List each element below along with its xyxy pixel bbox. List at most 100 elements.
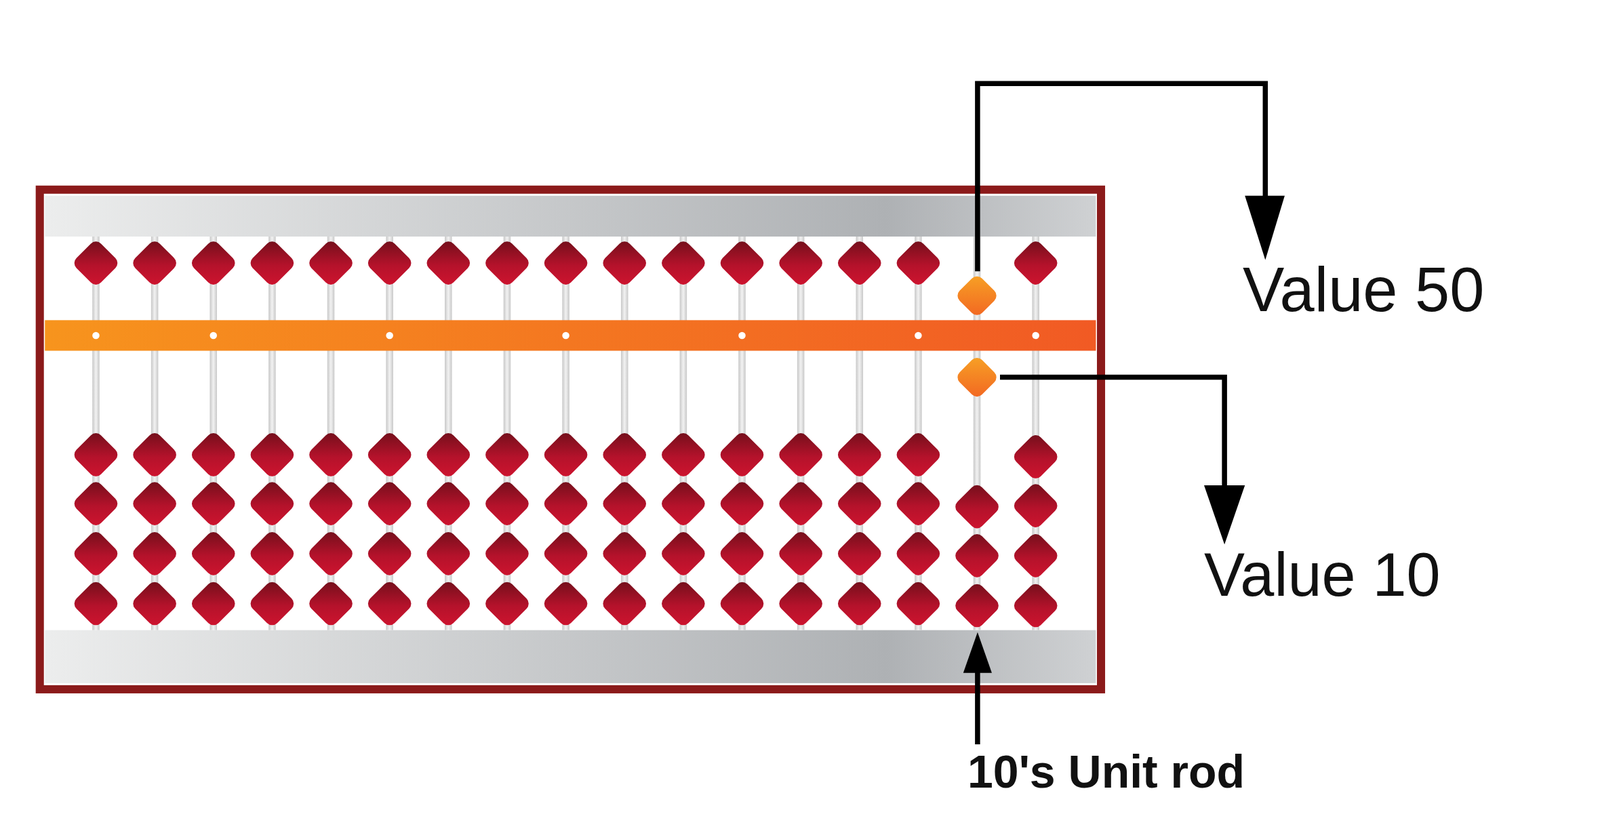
bead-body: [306, 529, 356, 579]
bead: [776, 578, 826, 628]
unit-dot: [738, 332, 746, 340]
bead: [658, 479, 708, 529]
bead-body: [717, 430, 767, 480]
bead-body: [835, 479, 885, 529]
bead: [600, 479, 649, 529]
unit-dot: [209, 332, 217, 340]
bead: [71, 578, 120, 628]
bead: [600, 529, 649, 579]
bead: [600, 578, 649, 628]
bead: [952, 482, 1002, 531]
bead: [717, 238, 767, 288]
bead: [423, 479, 473, 529]
bead-body: [482, 529, 532, 579]
bead: [952, 581, 1002, 630]
bead: [717, 479, 767, 529]
bead: [541, 430, 590, 480]
beam: [44, 320, 1096, 351]
value-label: Value 10: [1204, 544, 1441, 606]
bead: [189, 430, 238, 480]
bead-body: [893, 529, 943, 579]
bead-body: [189, 430, 238, 480]
unit-dot: [385, 332, 394, 340]
bead-body: [893, 238, 943, 288]
bead-body: [71, 430, 120, 480]
bead-body: [717, 479, 767, 529]
bead-body: [776, 238, 826, 288]
bead: [717, 430, 767, 480]
bead: [364, 430, 414, 480]
bead: [364, 479, 414, 529]
bead: [541, 529, 590, 579]
bead-body: [306, 430, 356, 480]
bead: [835, 430, 885, 480]
bead-body: [482, 238, 532, 288]
bead: [71, 529, 120, 579]
bead: [1010, 238, 1060, 288]
bead-body: [130, 529, 179, 579]
bead-body: [541, 529, 590, 579]
bead: [189, 529, 238, 579]
bead: [952, 531, 1002, 581]
bead-body: [482, 430, 532, 480]
bead-body: [189, 479, 238, 529]
bead: [658, 430, 708, 480]
bead: [658, 238, 708, 288]
bead: [247, 430, 297, 480]
bead-body: [600, 479, 649, 529]
bead: [247, 529, 297, 579]
bead-body: [364, 238, 414, 288]
bead-body: [893, 578, 943, 628]
rod-label: 10's Unit rod: [967, 748, 1245, 795]
bead: [893, 238, 943, 288]
bead: [306, 479, 356, 529]
bead-body: [247, 529, 297, 579]
bead: [306, 238, 356, 288]
bead-body: [71, 479, 120, 529]
bead: [1010, 581, 1060, 630]
bead-body: [717, 238, 767, 288]
unit-dot: [914, 332, 923, 340]
bead: [1010, 531, 1060, 581]
bead: [130, 430, 179, 480]
bead: [189, 578, 238, 628]
bead: [247, 578, 297, 628]
bead: [600, 238, 649, 288]
bead: [658, 529, 708, 579]
bead: [717, 578, 767, 628]
bead-body: [71, 578, 120, 628]
bead-body: [835, 430, 885, 480]
bead-body: [423, 529, 473, 579]
abacus-frame: [40, 189, 1102, 690]
bead: [835, 238, 885, 288]
bead: [189, 479, 238, 529]
bead-body: [247, 238, 297, 288]
leader-line: [1000, 377, 1225, 492]
bead: [71, 479, 120, 529]
bead: [893, 430, 943, 480]
bead: [423, 578, 473, 628]
bead-body: [189, 578, 238, 628]
bead-body: [541, 430, 590, 480]
bead-body: [423, 430, 473, 480]
bead-body: [600, 578, 649, 628]
bead: [189, 238, 238, 288]
bead-body: [423, 238, 473, 288]
unit-dot: [92, 332, 100, 340]
bead-body: [776, 479, 826, 529]
active-bead: [954, 355, 1000, 400]
value-label: Value 50: [1242, 258, 1485, 321]
bead: [541, 479, 590, 529]
bead: [893, 578, 943, 628]
bead: [482, 529, 532, 579]
bead: [247, 479, 297, 529]
bead-body: [1010, 531, 1060, 581]
bead-body: [423, 479, 473, 529]
bead: [541, 578, 590, 628]
bead: [130, 479, 179, 529]
bead-body: [189, 529, 238, 579]
bead-body: [541, 238, 590, 288]
active-bead-body: [954, 273, 1000, 318]
bead: [130, 529, 179, 579]
bead-body: [893, 479, 943, 529]
